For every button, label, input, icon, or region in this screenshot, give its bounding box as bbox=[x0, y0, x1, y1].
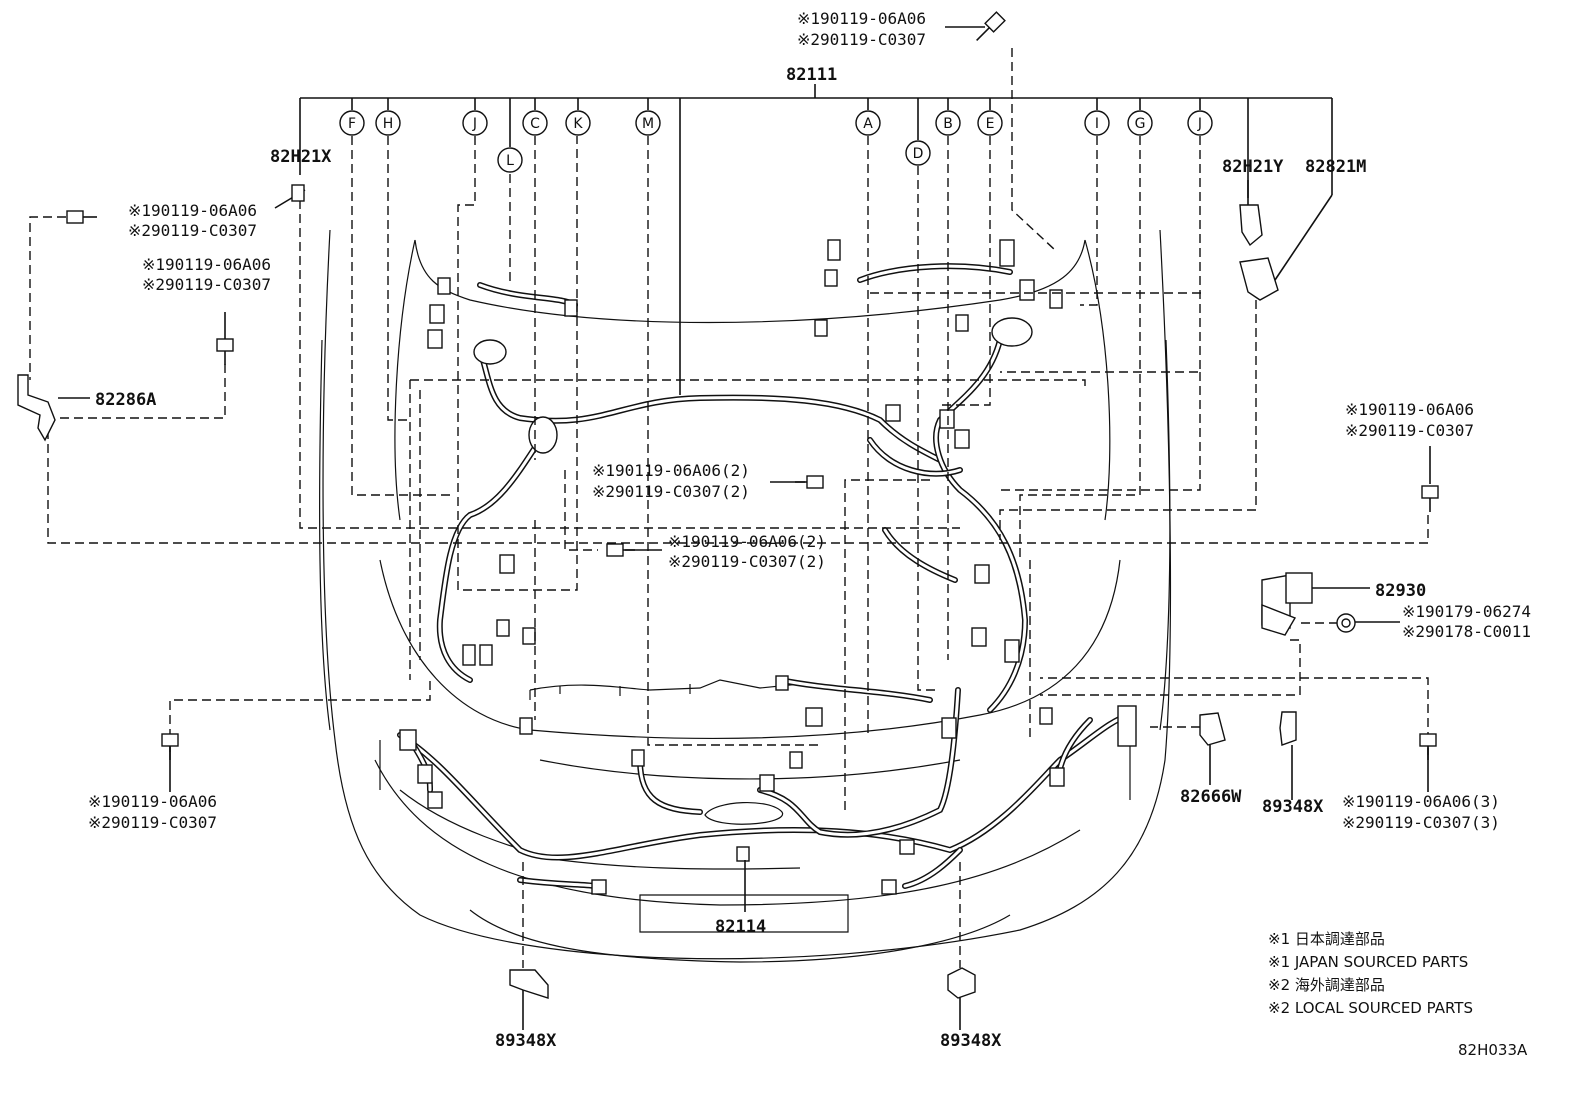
callout-g: G bbox=[1127, 110, 1153, 136]
callout-e: E bbox=[977, 110, 1003, 136]
svg-text:※190179-06274: ※190179-06274 bbox=[1402, 602, 1531, 621]
legend-line-1: ※1 日本調達部品 bbox=[1268, 930, 1385, 948]
clip-89348x-bottom-right-icon bbox=[947, 967, 976, 999]
svg-text:※290119-C0307: ※290119-C0307 bbox=[128, 221, 257, 240]
svg-text:※190119-06A06: ※190119-06A06 bbox=[128, 201, 257, 220]
bracket-82286a-icon bbox=[17, 374, 56, 442]
fastener-labels: ※190119-06A06 ※290119-C0307 ※190119-06A0… bbox=[88, 9, 1531, 832]
bolt-icon bbox=[161, 733, 179, 760]
svg-text:J: J bbox=[1197, 116, 1202, 132]
nut-icon bbox=[1336, 613, 1356, 633]
svg-text:※190119-06A06(3): ※190119-06A06(3) bbox=[1342, 792, 1500, 811]
label-89348x-bottom-left: 89348X bbox=[495, 1031, 557, 1051]
svg-text:※290119-C0307: ※290119-C0307 bbox=[88, 813, 217, 832]
bolt-icon bbox=[1421, 485, 1439, 512]
svg-text:※290119-C0307(2): ※290119-C0307(2) bbox=[592, 482, 750, 501]
callout-a: A bbox=[855, 110, 881, 136]
legend-line-4: ※2 LOCAL SOURCED PARTS bbox=[1268, 999, 1473, 1017]
legend: ※1 日本調達部品 ※1 JAPAN SOURCED PARTS ※2 海外調達… bbox=[1268, 930, 1473, 1017]
clamp-82666w-icon bbox=[1199, 712, 1226, 746]
callout-d: D bbox=[905, 140, 931, 166]
svg-text:※290119-C0307(2): ※290119-C0307(2) bbox=[668, 552, 826, 571]
svg-text:L: L bbox=[506, 153, 514, 169]
clip-89348x-right-icon bbox=[1279, 711, 1297, 746]
svg-text:※190119-06A06: ※190119-06A06 bbox=[88, 792, 217, 811]
bolt-icon bbox=[606, 543, 635, 557]
bolt-icon bbox=[66, 210, 97, 224]
callout-k: K bbox=[565, 110, 591, 136]
svg-text:G: G bbox=[1135, 116, 1146, 132]
callout-c: C bbox=[522, 110, 548, 136]
legend-line-3: ※2 海外調達部品 bbox=[1268, 976, 1385, 994]
part-labels: 82111 82114 82286A 82930 82666W 82H21X 8… bbox=[95, 65, 1426, 1051]
svg-text:※190119-06A06: ※190119-06A06 bbox=[797, 9, 926, 28]
callout-l: L bbox=[497, 147, 523, 173]
svg-text:※290178-C0011: ※290178-C0011 bbox=[1402, 622, 1531, 641]
callout-m: M bbox=[635, 110, 661, 136]
label-82114: 82114 bbox=[715, 917, 766, 937]
bolt-icon bbox=[795, 475, 824, 489]
relay-block-82930-icon bbox=[1261, 572, 1313, 636]
svg-text:※190119-06A06: ※190119-06A06 bbox=[1345, 400, 1474, 419]
svg-text:※190119-06A06(2): ※190119-06A06(2) bbox=[592, 461, 750, 480]
svg-text:H: H bbox=[383, 116, 394, 132]
callout-b: B bbox=[935, 110, 961, 136]
svg-text:M: M bbox=[642, 116, 654, 132]
svg-text:※290119-C0307: ※290119-C0307 bbox=[142, 275, 271, 294]
bolt-icon bbox=[1419, 733, 1437, 760]
label-82h21y: 82H21Y bbox=[1222, 157, 1284, 177]
part-leaders bbox=[58, 26, 1431, 1030]
label-82h21x: 82H21X bbox=[270, 147, 332, 167]
callout-f: F bbox=[339, 110, 365, 136]
callout-j-left: J bbox=[462, 110, 488, 136]
clip-icons bbox=[17, 184, 1313, 999]
label-82821m: 82821M bbox=[1305, 157, 1366, 177]
label-82930: 82930 bbox=[1375, 581, 1426, 601]
label-82666w: 82666W bbox=[1180, 787, 1242, 807]
vehicle-body-outline bbox=[319, 229, 1172, 963]
clip-89348x-bottom-left-icon bbox=[509, 969, 549, 999]
label-82286a: 82286A bbox=[95, 390, 156, 410]
figure-code: 82H033A bbox=[1458, 1041, 1528, 1059]
callout-i: I bbox=[1084, 110, 1110, 136]
svg-text:C: C bbox=[530, 116, 540, 132]
legend-line-2: ※1 JAPAN SOURCED PARTS bbox=[1268, 953, 1468, 971]
svg-text:※290119-C0307: ※290119-C0307 bbox=[1345, 421, 1474, 440]
svg-text:K: K bbox=[573, 116, 583, 132]
label-82111: 82111 bbox=[786, 65, 837, 85]
main-harness-leaders bbox=[299, 84, 1333, 395]
bolt-icon bbox=[216, 338, 234, 365]
harness-wires bbox=[397, 263, 1133, 889]
callout-circles: F H J L C K M A D B E I G J bbox=[339, 110, 1213, 173]
clip-82821m-icon bbox=[1239, 257, 1279, 301]
bolt-icon bbox=[976, 11, 1006, 41]
svg-text:J: J bbox=[472, 116, 477, 132]
clip-82h21x-icon bbox=[291, 184, 305, 202]
label-89348x-right: 89348X bbox=[1262, 797, 1324, 817]
label-89348x-bottom-right: 89348X bbox=[940, 1031, 1002, 1051]
svg-text:F: F bbox=[348, 116, 356, 132]
callout-j-right: J bbox=[1187, 110, 1213, 136]
svg-text:※190119-06A06(2): ※190119-06A06(2) bbox=[668, 532, 826, 551]
callout-h: H bbox=[375, 110, 401, 136]
svg-text:E: E bbox=[986, 116, 995, 132]
svg-text:※290119-C0307: ※290119-C0307 bbox=[797, 30, 926, 49]
bolt-icons bbox=[66, 11, 1439, 760]
dashed-reference-lines bbox=[29, 48, 1429, 968]
svg-text:A: A bbox=[863, 116, 873, 132]
svg-text:※290119-C0307(3): ※290119-C0307(3) bbox=[1342, 813, 1500, 832]
svg-text:B: B bbox=[943, 116, 953, 132]
svg-text:I: I bbox=[1095, 116, 1099, 132]
clip-82h21y-icon bbox=[1239, 204, 1263, 247]
svg-text:D: D bbox=[913, 146, 924, 162]
connectors bbox=[399, 239, 1137, 895]
svg-text:※190119-06A06: ※190119-06A06 bbox=[142, 255, 271, 274]
